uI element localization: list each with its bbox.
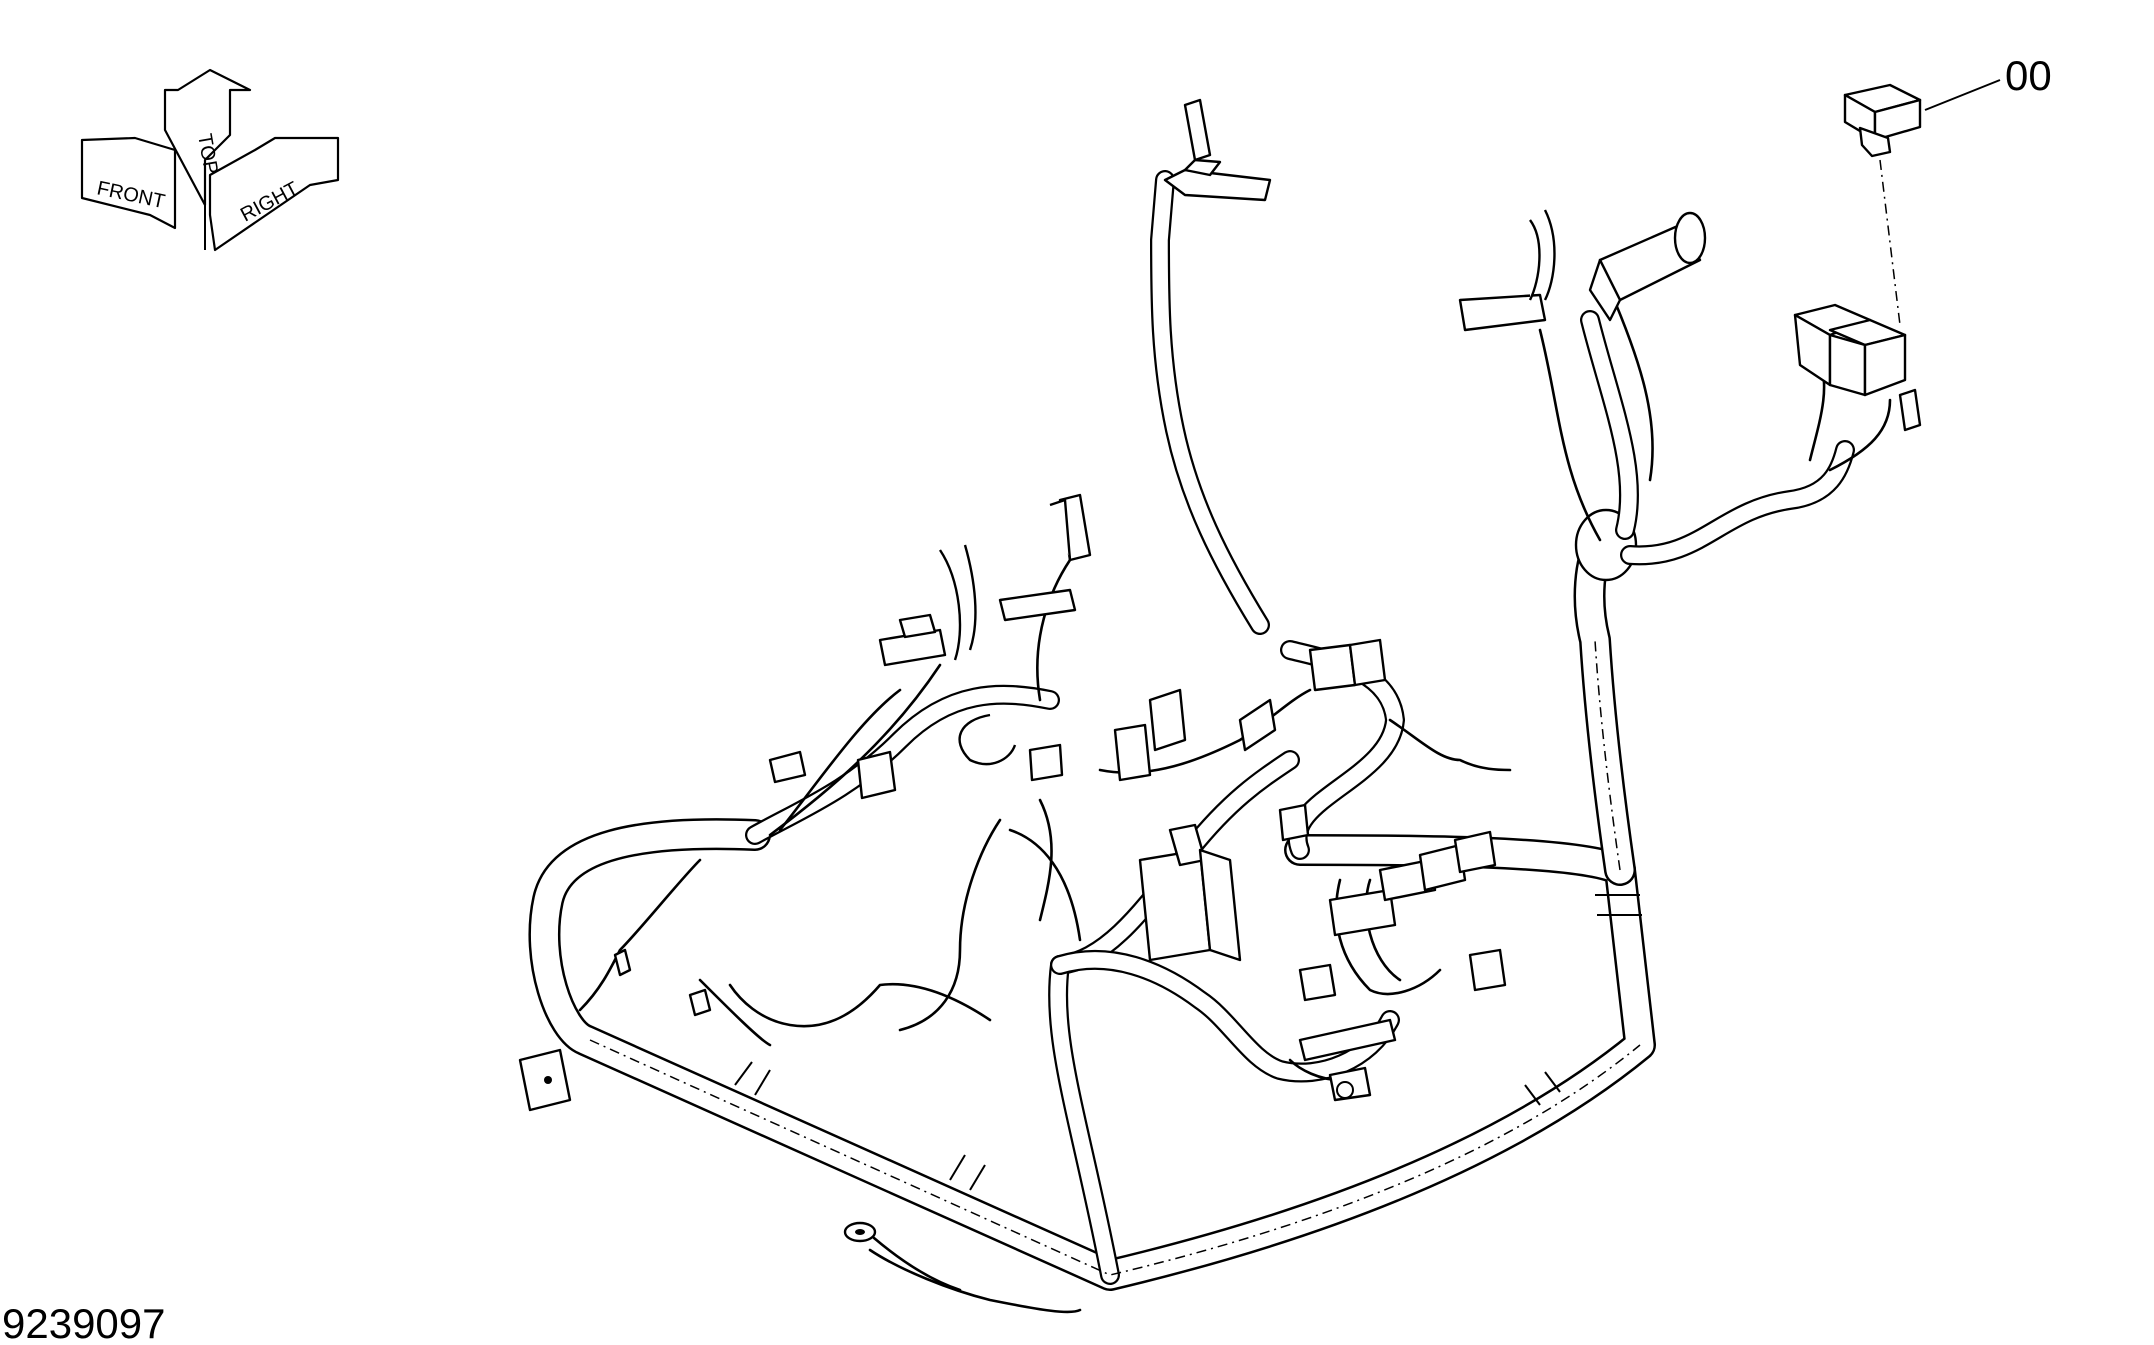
- assembly-dash-line: [1879, 159, 1901, 326]
- thin-wire-9: [1388, 718, 1512, 772]
- left-mid-connector-icon: [768, 750, 897, 800]
- thin-wire-13: [1038, 798, 1053, 922]
- wiring-harness: [528, 170, 1892, 1314]
- front-arrow-icon: [80, 136, 177, 230]
- callout-00: 00: [1843, 52, 2052, 326]
- center-bottom-connector-icon: [1298, 963, 1397, 1102]
- thin-wire-2: [898, 818, 1002, 1032]
- thin-wire-19: [1828, 398, 1892, 472]
- left-bottom-connector-icon: [518, 1048, 572, 1112]
- riser-centerline: [1594, 639, 1621, 871]
- switch-part-icon: [1843, 83, 1922, 158]
- drawing-number: 9239097: [2, 1300, 166, 1345]
- ignition-side-connector-icon: [1458, 209, 1556, 332]
- ignition-switch-icon: [1588, 211, 1707, 322]
- ground-terminal-icon: [843, 1221, 962, 1292]
- small-connectors-icon: [613, 688, 1310, 1017]
- thin-wire-1: [728, 982, 992, 1028]
- callout-leader-line: [1924, 79, 2001, 111]
- thin-wire-16: [1538, 328, 1602, 542]
- switch-branch: [1620, 440, 1855, 566]
- relay-icon: [1138, 823, 1242, 962]
- fuse-block-icon: [1328, 830, 1507, 992]
- trunk-centerline: [589, 1039, 1641, 1276]
- band-marks: [734, 894, 1642, 1191]
- thin-wire-11: [1364, 878, 1402, 982]
- top-connector-icon: [1163, 98, 1272, 202]
- orientation-indicator: TOP FRONT RIGHT: [80, 68, 340, 252]
- callout-label: 00: [2005, 52, 2052, 99]
- thin-wire-3: [1008, 828, 1082, 942]
- thin-wire-6: [578, 858, 702, 1012]
- rocker-switches-icon: [1793, 303, 1922, 432]
- thin-wire-7: [698, 978, 772, 1047]
- thin-wire-5: [778, 688, 902, 832]
- mid-connector-icon: [1308, 638, 1387, 692]
- connectors: [518, 98, 1922, 1292]
- right-arrow-icon: [208, 136, 340, 252]
- left-top-connector-icon: [878, 493, 1092, 667]
- thin-wire-14: [868, 1248, 1082, 1314]
- thin-wire-17: [1608, 288, 1654, 482]
